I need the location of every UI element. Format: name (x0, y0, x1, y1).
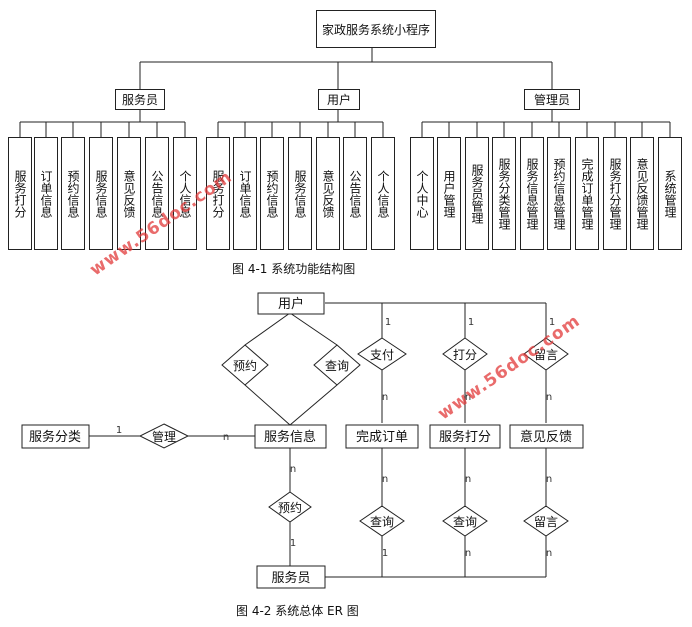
entity-completed-order-label: 完成订单 (356, 430, 408, 445)
relation-reserve-top (221, 344, 269, 386)
cardinality-label: n (546, 548, 552, 559)
cardinality-label: 1 (385, 317, 391, 328)
admin-item-node: 服务员管理 (465, 137, 489, 250)
admin-item-node: 意见反馈管理 (630, 137, 654, 250)
cardinality-label: n (290, 464, 296, 475)
admin-item-node: 服务打分管理 (603, 137, 627, 250)
cardinality-label: n (546, 474, 552, 485)
admin-item-node: 服务分类管理 (492, 137, 516, 250)
user-item-node: 公告信息 (343, 137, 367, 250)
cardinality-label: n (382, 392, 388, 403)
relation-comment-top (523, 337, 569, 371)
user-item-node: 个人信息 (371, 137, 395, 250)
staff-item-node: 服务打分 (8, 137, 32, 250)
role-staff-node: 服务员 (115, 89, 165, 110)
cardinality-label: 1 (382, 548, 388, 559)
role-admin-node: 管理员 (524, 89, 580, 110)
relation-manage (138, 423, 190, 449)
staff-item-node: 意见反馈 (117, 137, 141, 250)
cardinality-label: n (546, 392, 552, 403)
cardinality-label: 1 (549, 317, 555, 328)
relation-comment-bottom-label: 留言 (534, 515, 558, 529)
entity-completed-order (345, 424, 419, 449)
relation-manage-label: 管理 (152, 429, 176, 444)
entity-staff (256, 565, 326, 589)
relation-comment-bottom (523, 505, 569, 537)
cardinality-label: n (465, 548, 471, 559)
entity-feedback (509, 424, 584, 449)
relation-rate (442, 337, 488, 371)
relation-reserve-bottom (268, 491, 312, 523)
admin-item-node: 用户管理 (437, 137, 461, 250)
entity-user-label: 用户 (278, 296, 304, 312)
cardinality-label: n (465, 474, 471, 485)
relation-reserve-top-label: 预约 (233, 358, 257, 373)
entity-user (257, 292, 325, 315)
relation-pay (357, 337, 407, 371)
role-user-node: 用户 (318, 89, 360, 110)
relation-query-rating-label: 查询 (453, 515, 477, 529)
staff-item-node: 个人信息 (173, 137, 197, 250)
cardinality-label: n (465, 392, 471, 403)
admin-item-node: 服务信息管理 (520, 137, 544, 250)
cardinality-label: 1 (468, 317, 474, 328)
relation-query-order (359, 505, 405, 537)
relation-query-order-label: 查询 (370, 515, 394, 529)
entity-service-rating-label: 服务打分 (439, 429, 491, 445)
cardinality-label: 1 (116, 425, 122, 436)
staff-item-node: 预约信息 (61, 137, 85, 250)
relation-rate-label: 打分 (453, 348, 477, 362)
admin-item-node: 预约信息管理 (547, 137, 571, 250)
entity-staff-label: 服务员 (271, 570, 310, 586)
user-item-node: 服务打分 (206, 137, 230, 250)
staff-item-node: 公告信息 (145, 137, 169, 250)
staff-item-node: 订单信息 (34, 137, 58, 250)
entity-service-info-label: 服务信息 (264, 429, 316, 445)
user-item-node: 预约信息 (260, 137, 284, 250)
cardinality-label: n (223, 432, 229, 443)
user-item-node: 订单信息 (233, 137, 257, 250)
relation-comment-top-label: 留言 (534, 348, 558, 362)
admin-item-node: 个人中心 (410, 137, 434, 250)
figure-4-2-caption: 图 4-2 系统总体 ER 图 (236, 604, 359, 618)
relation-pay-label: 支付 (370, 348, 394, 362)
entity-service-info (254, 424, 327, 449)
admin-item-node: 系统管理 (658, 137, 682, 250)
relation-query-top-label: 查询 (325, 359, 349, 373)
admin-item-node: 完成订单管理 (575, 137, 599, 250)
user-item-node: 服务信息 (288, 137, 312, 250)
entity-feedback-label: 意见反馈 (520, 429, 572, 445)
figure-4-1-caption: 图 4-1 系统功能结构图 (232, 262, 356, 276)
user-item-node: 意见反馈 (316, 137, 340, 250)
system-root-node: 家政服务系统小程序 (316, 10, 436, 48)
relation-reserve-bottom-label: 预约 (278, 500, 302, 515)
entity-service-category (21, 424, 90, 449)
relation-query-top (313, 344, 361, 386)
staff-item-node: 服务信息 (89, 137, 113, 250)
cardinality-label: 1 (290, 538, 296, 549)
cardinality-label: n (382, 474, 388, 485)
entity-service-rating (429, 424, 501, 449)
relation-query-rating (442, 505, 488, 537)
entity-service-category-label: 服务分类 (29, 429, 81, 445)
